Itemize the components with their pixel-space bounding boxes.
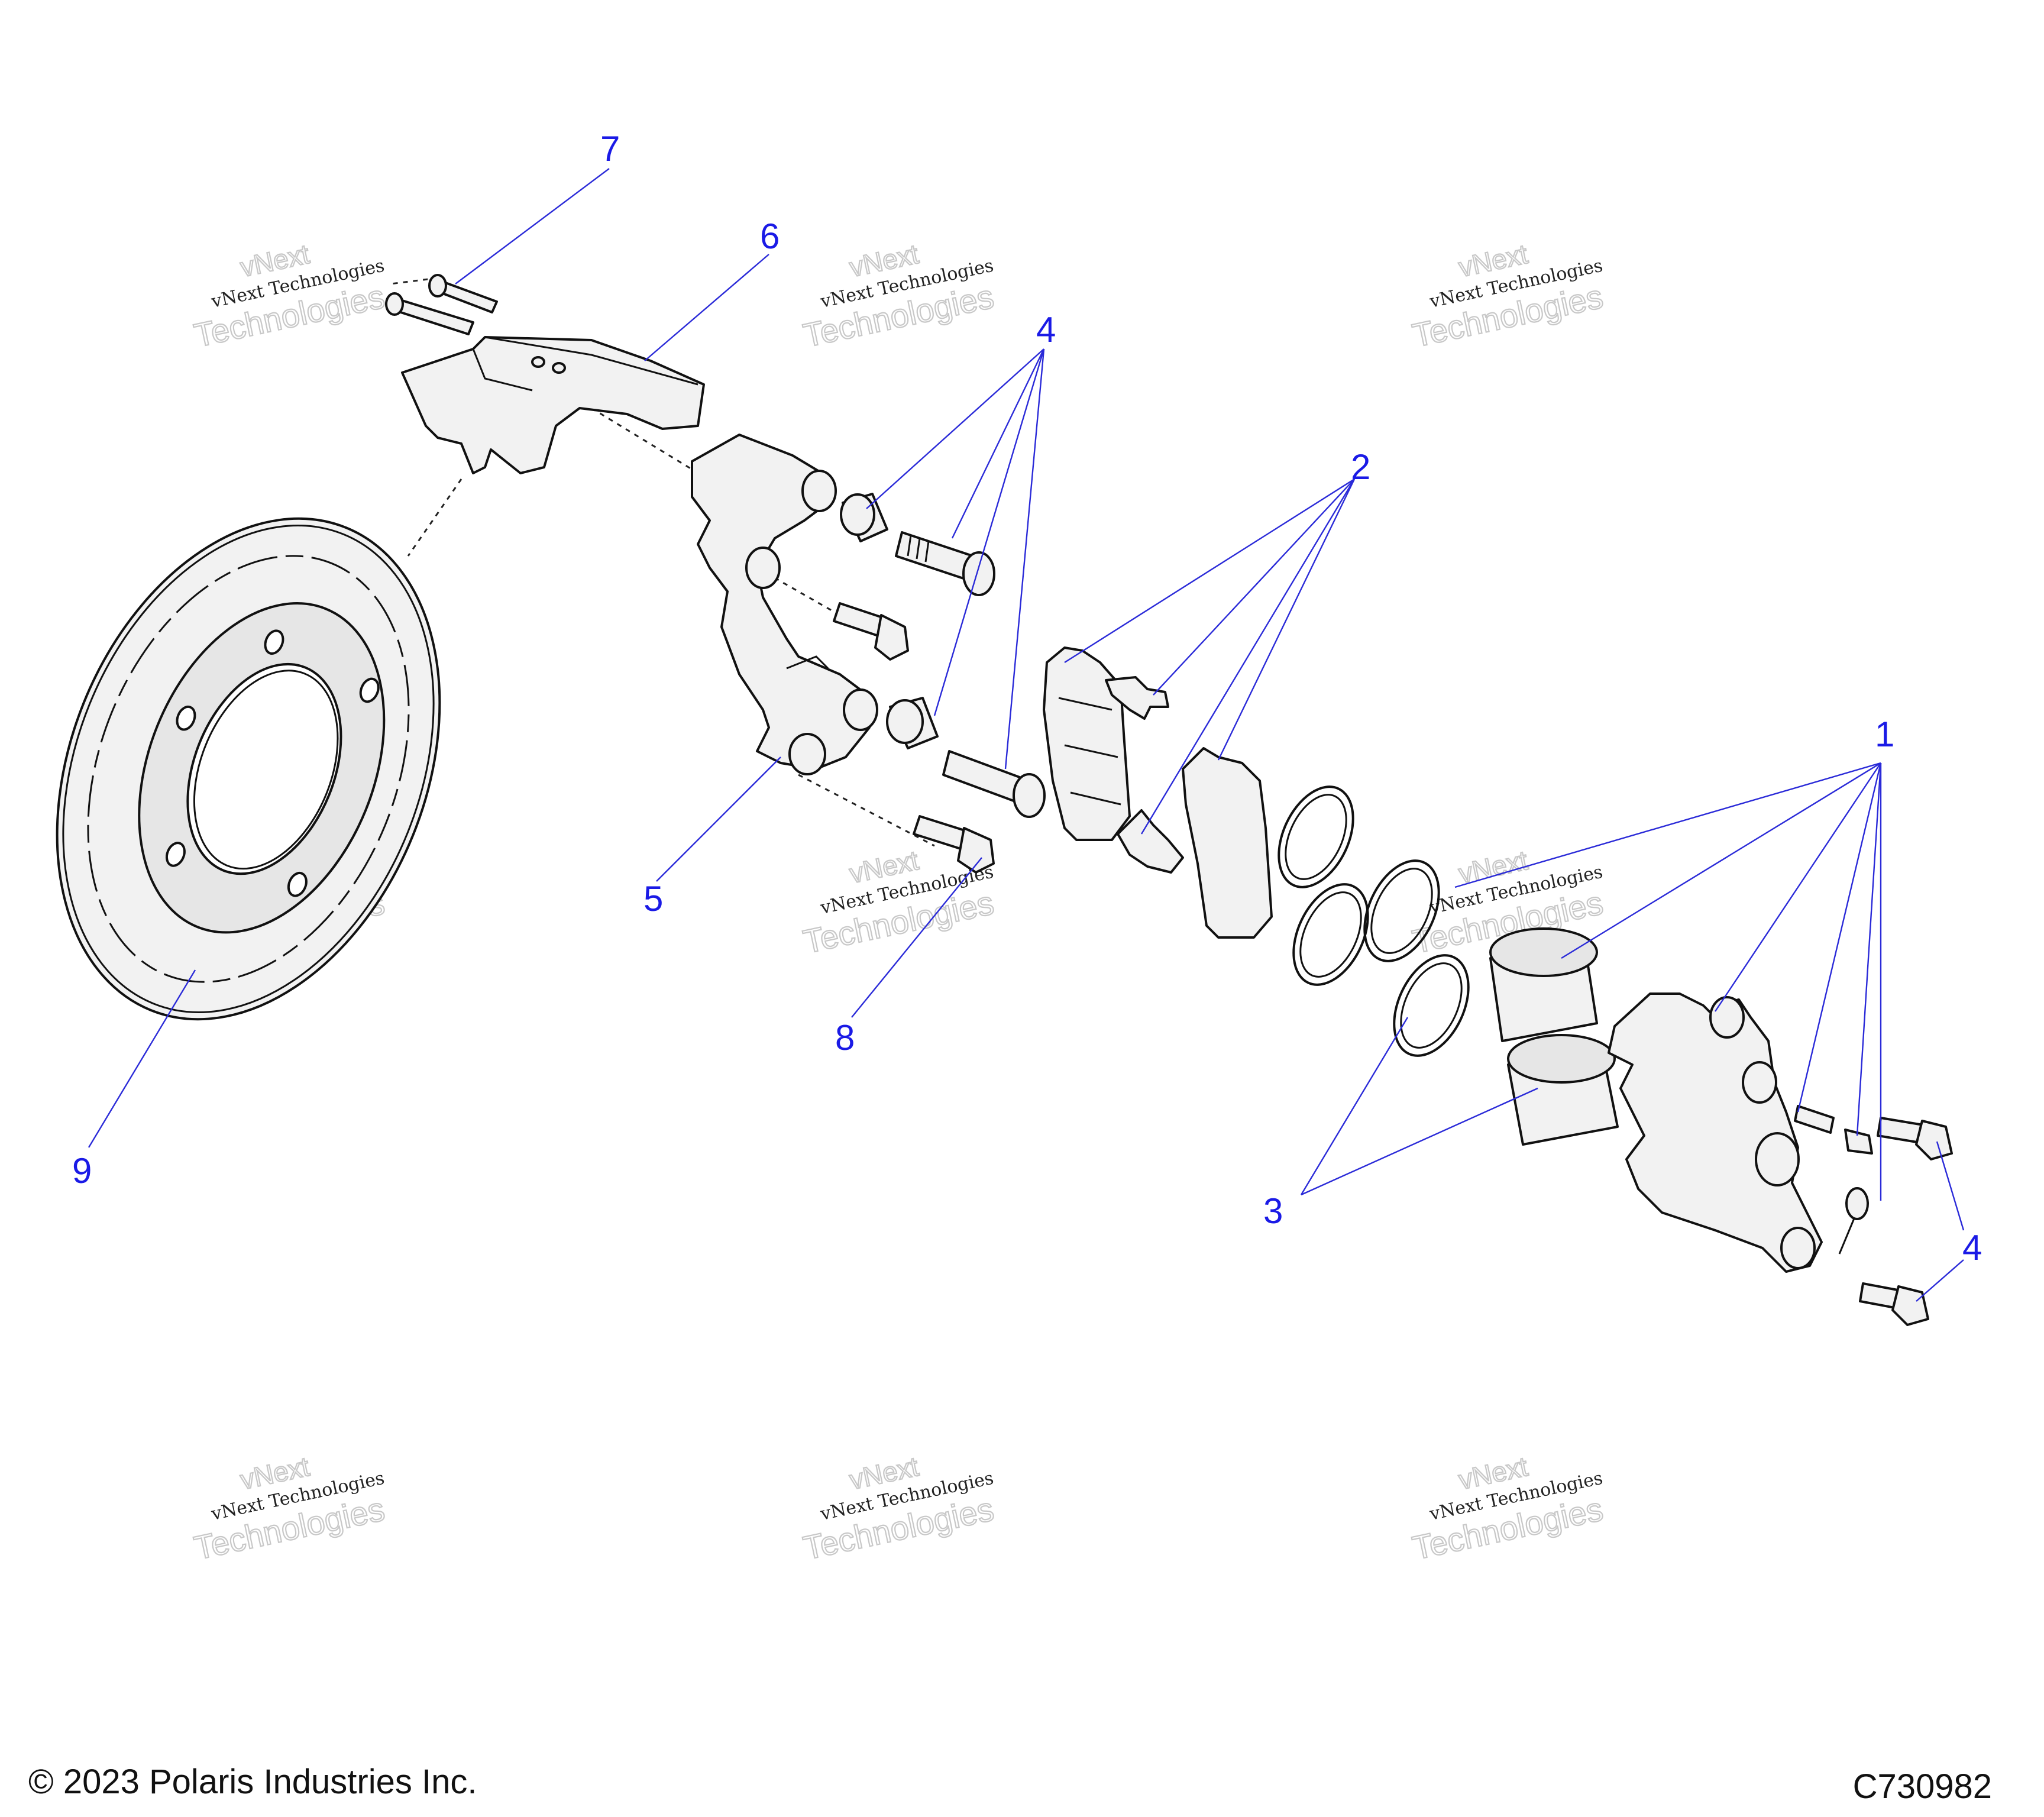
bleeder-cap [1844,1129,1873,1155]
callout-labels: 7 6 4 2 1 5 8 9 3 4 [72,129,1982,1268]
piston-seal-1 [1278,785,1354,888]
caliper-piston-upper [1489,927,1598,1042]
callout-2: 2 [1351,447,1370,487]
callout-4-top: 4 [1036,310,1056,350]
figure-code: C730982 [1853,1767,1992,1806]
callout-6: 6 [760,216,780,256]
brake-pad-outer [1043,646,1131,841]
slide-boot-lower [886,697,939,749]
slide-pin-upper [895,531,995,596]
watermark: vNext vNext Technologies Technologies [1409,238,1607,355]
caliper-piston-lower [1507,1034,1619,1146]
bleeder-screw [1794,1105,1835,1134]
caliper-body [1608,992,1823,1273]
callout-8: 8 [835,1018,855,1058]
callout-9: 9 [72,1151,92,1191]
shield-bolt-upper [428,274,498,313]
slide-boot-upper [840,493,888,542]
slide-pin-lower [942,750,1046,818]
brake-rotor [56,517,441,1021]
leader-lines [88,168,1965,1302]
pad-retaining-pin [1838,1187,1869,1255]
watermark: vNext vNext Technologies Technologies [1409,1450,1607,1567]
pad-clip-lower [1117,809,1184,874]
caliper-bolt-upper [1877,1117,1953,1160]
brake-pad-inner [1182,747,1273,939]
callout-7: 7 [600,129,620,169]
watermark: vNext vNext Technologies Technologies [800,1450,998,1567]
watermarks: vNext vNext Technologies Technologies vN… [190,238,1607,1567]
caliper-bracket [691,434,878,775]
caliper-shield [401,336,705,474]
piston-seal-4 [1393,954,1470,1057]
watermark: vNext vNext Technologies Technologies [800,238,998,355]
callout-3: 3 [1263,1191,1283,1231]
bracket-bolt-upper [833,602,909,661]
shield-bolt-lower [385,292,474,335]
callout-5: 5 [643,879,663,919]
caliper-bolt-lower [1859,1282,1929,1326]
copyright-notice: © 2023 Polaris Industries Inc. [28,1763,477,1801]
callout-4-right: 4 [1962,1228,1982,1268]
watermark: vNext vNext Technologies Technologies [190,238,389,355]
pad-clip-upper [1105,676,1169,720]
callout-1: 1 [1875,714,1894,754]
piston-seal-2 [1292,883,1369,986]
bracket-bolt-lower [913,815,995,874]
watermark: vNext vNext Technologies Technologies [190,1450,389,1567]
piston-seal-3 [1363,859,1440,962]
